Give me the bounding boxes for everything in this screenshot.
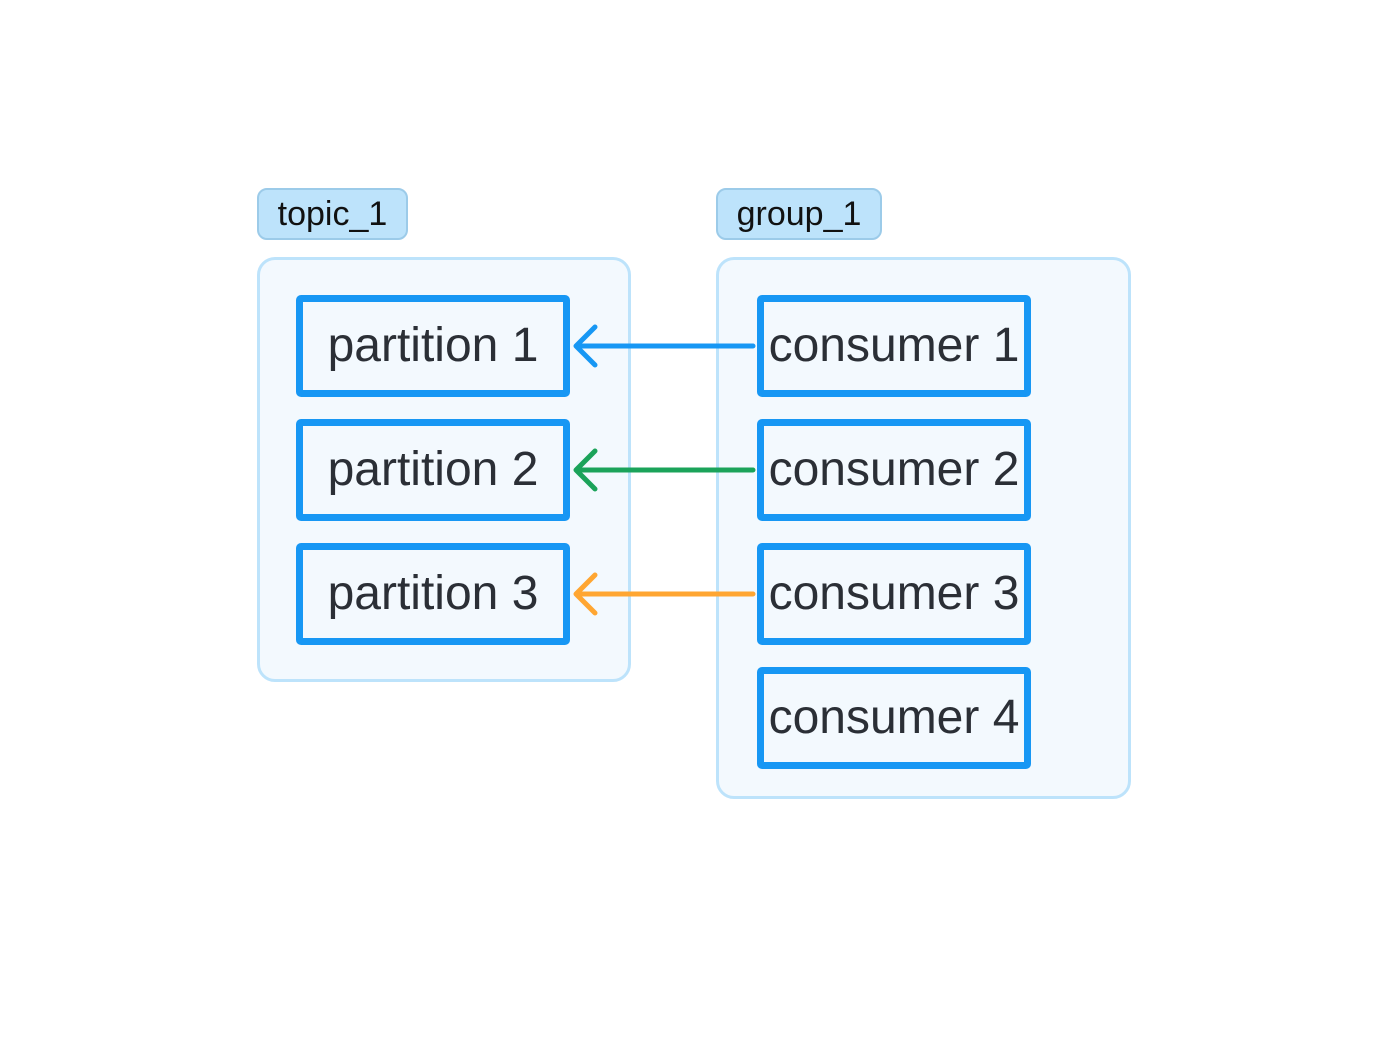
consumer-3-node[interactable]: consumer 3 [757, 543, 1031, 645]
partition-3-node[interactable]: partition 3 [296, 543, 570, 645]
consumer-2-node[interactable]: consumer 2 [757, 419, 1031, 521]
partition-2-node[interactable]: partition 2 [296, 419, 570, 521]
topic-label: topic_1 [257, 188, 408, 240]
arrow-consumer-3-to-partition-3 [573, 572, 756, 616]
arrow-consumer-1-to-partition-1 [573, 324, 756, 368]
group-label: group_1 [716, 188, 882, 240]
consumer-1-node[interactable]: consumer 1 [757, 295, 1031, 397]
arrow-consumer-2-to-partition-2 [573, 448, 756, 492]
partition-1-node[interactable]: partition 1 [296, 295, 570, 397]
consumer-4-node[interactable]: consumer 4 [757, 667, 1031, 769]
